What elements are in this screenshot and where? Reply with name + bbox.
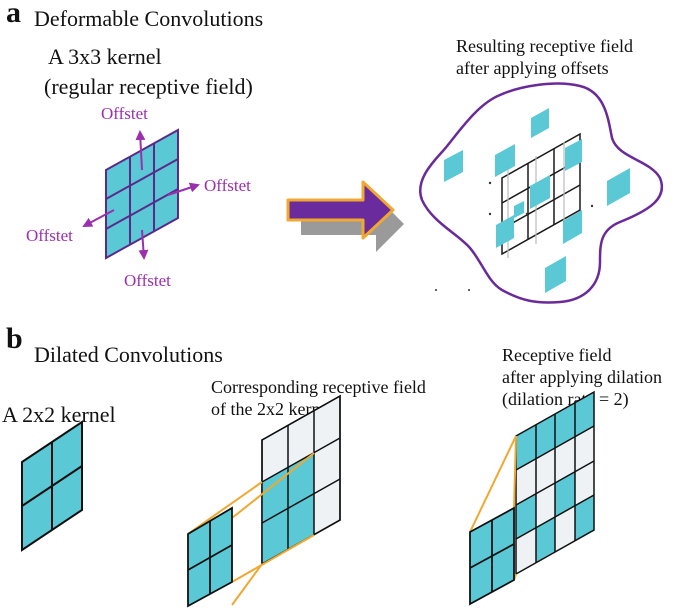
offset-arrows	[82, 130, 200, 260]
dilation-label-line2: after applying dilation	[502, 367, 662, 387]
offset-samples	[444, 108, 630, 293]
kernel-3x3-grid	[105, 128, 179, 260]
kernel-3x3-sublabel: (regular receptive field)	[44, 74, 253, 99]
offset-label-bottom: Offstet	[124, 271, 171, 290]
offset-arrow-up	[135, 130, 146, 171]
dilation-label-line1: Receptive field	[502, 345, 612, 365]
panel-b-letter: b	[6, 322, 23, 355]
kernel-2x2-label: A 2x2 kernel	[2, 402, 116, 427]
result-label-line1: Resulting receptive field	[456, 36, 633, 56]
offset-label-top: Offstet	[101, 104, 148, 123]
corresponding-label-line1: Corresponding receptive field	[211, 377, 426, 397]
offset-arrow-left	[82, 209, 115, 227]
offset-label-right: Offstet	[204, 176, 251, 195]
corresponding-receptive-field	[187, 394, 341, 608]
offset-arrow-right	[167, 182, 200, 196]
deformed-receptive-field	[419, 82, 663, 304]
corresponding-label-line2: of the 2x2 kernel	[211, 399, 334, 419]
kernel-2x2-grid	[21, 420, 83, 552]
dilated-receptive-field	[469, 390, 595, 606]
panel-a-title: Deformable Convolutions	[34, 6, 264, 31]
offset-arrow-down	[138, 229, 149, 260]
kernel-3x3-label: A 3x3 kernel	[48, 44, 162, 69]
transition-arrow	[286, 180, 404, 252]
panel-b-title: Dilated Convolutions	[34, 342, 223, 367]
result-label-line2: after applying offsets	[456, 58, 609, 78]
dilation-label-line3: (dilation rate = 2)	[502, 389, 629, 409]
offset-label-left: Offstet	[26, 226, 73, 245]
panel-a-letter: a	[6, 0, 21, 29]
